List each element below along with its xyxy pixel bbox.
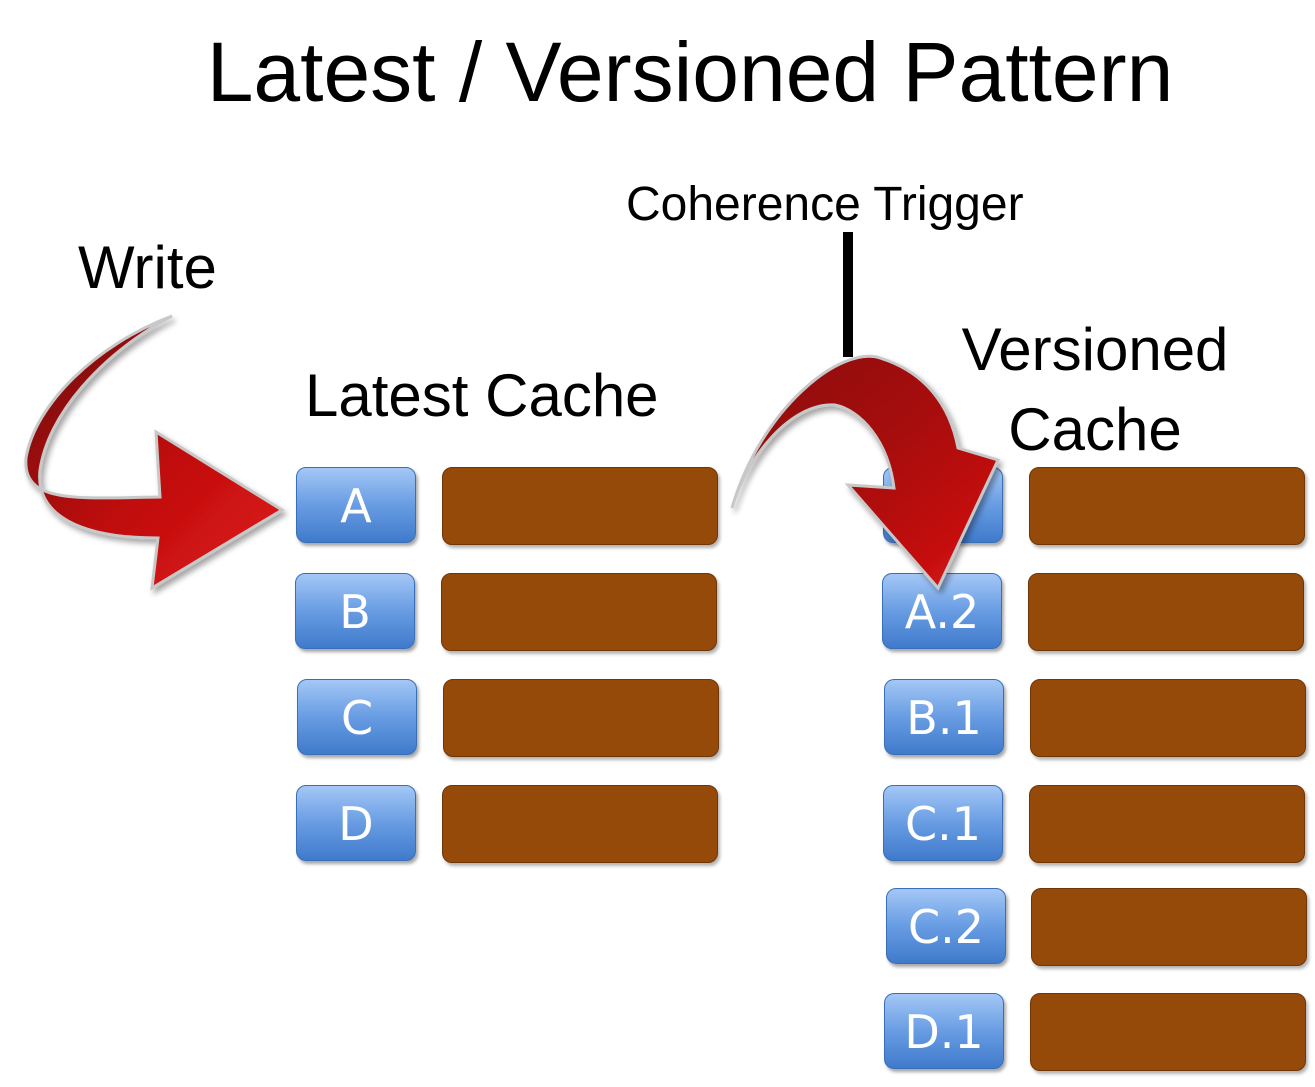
latest-value-d <box>442 785 718 863</box>
latest-value-b <box>441 573 717 651</box>
versioned-cache-label-line1: Versioned <box>961 316 1229 383</box>
latest-cache-label: Latest Cache <box>305 362 659 429</box>
versioned-value-top <box>1029 467 1305 545</box>
versioned-key-d1: D.1 <box>884 993 1004 1069</box>
latest-key-b: B <box>295 573 415 649</box>
latest-key-d: D <box>296 785 416 861</box>
versioned-cache-label: Versioned Cache <box>945 310 1245 470</box>
write-label: Write <box>78 234 217 301</box>
coherence-trigger-label: Coherence Trigger <box>626 178 1024 231</box>
versioned-value-d1 <box>1030 993 1306 1071</box>
versioned-key-b1: B.1 <box>884 679 1004 755</box>
latest-key-a: A <box>296 467 416 543</box>
write-arrow-icon <box>24 314 285 591</box>
versioned-value-c1 <box>1029 785 1305 863</box>
latest-key-c: C <box>297 679 417 755</box>
versioned-cache-label-line2: Cache <box>1008 396 1182 463</box>
versioned-value-c2 <box>1031 888 1307 966</box>
versioned-value-a2 <box>1028 573 1304 651</box>
versioned-key-c2: C.2 <box>886 888 1006 964</box>
versioned-value-b1 <box>1030 679 1306 757</box>
latest-value-a <box>442 467 718 545</box>
latest-value-c <box>443 679 719 757</box>
page-title: Latest / Versioned Pattern <box>206 25 1174 119</box>
coherence-trigger-line <box>843 232 853 357</box>
versioned-key-c1: C.1 <box>883 785 1003 861</box>
coherence-arrow-icon <box>730 354 1001 591</box>
